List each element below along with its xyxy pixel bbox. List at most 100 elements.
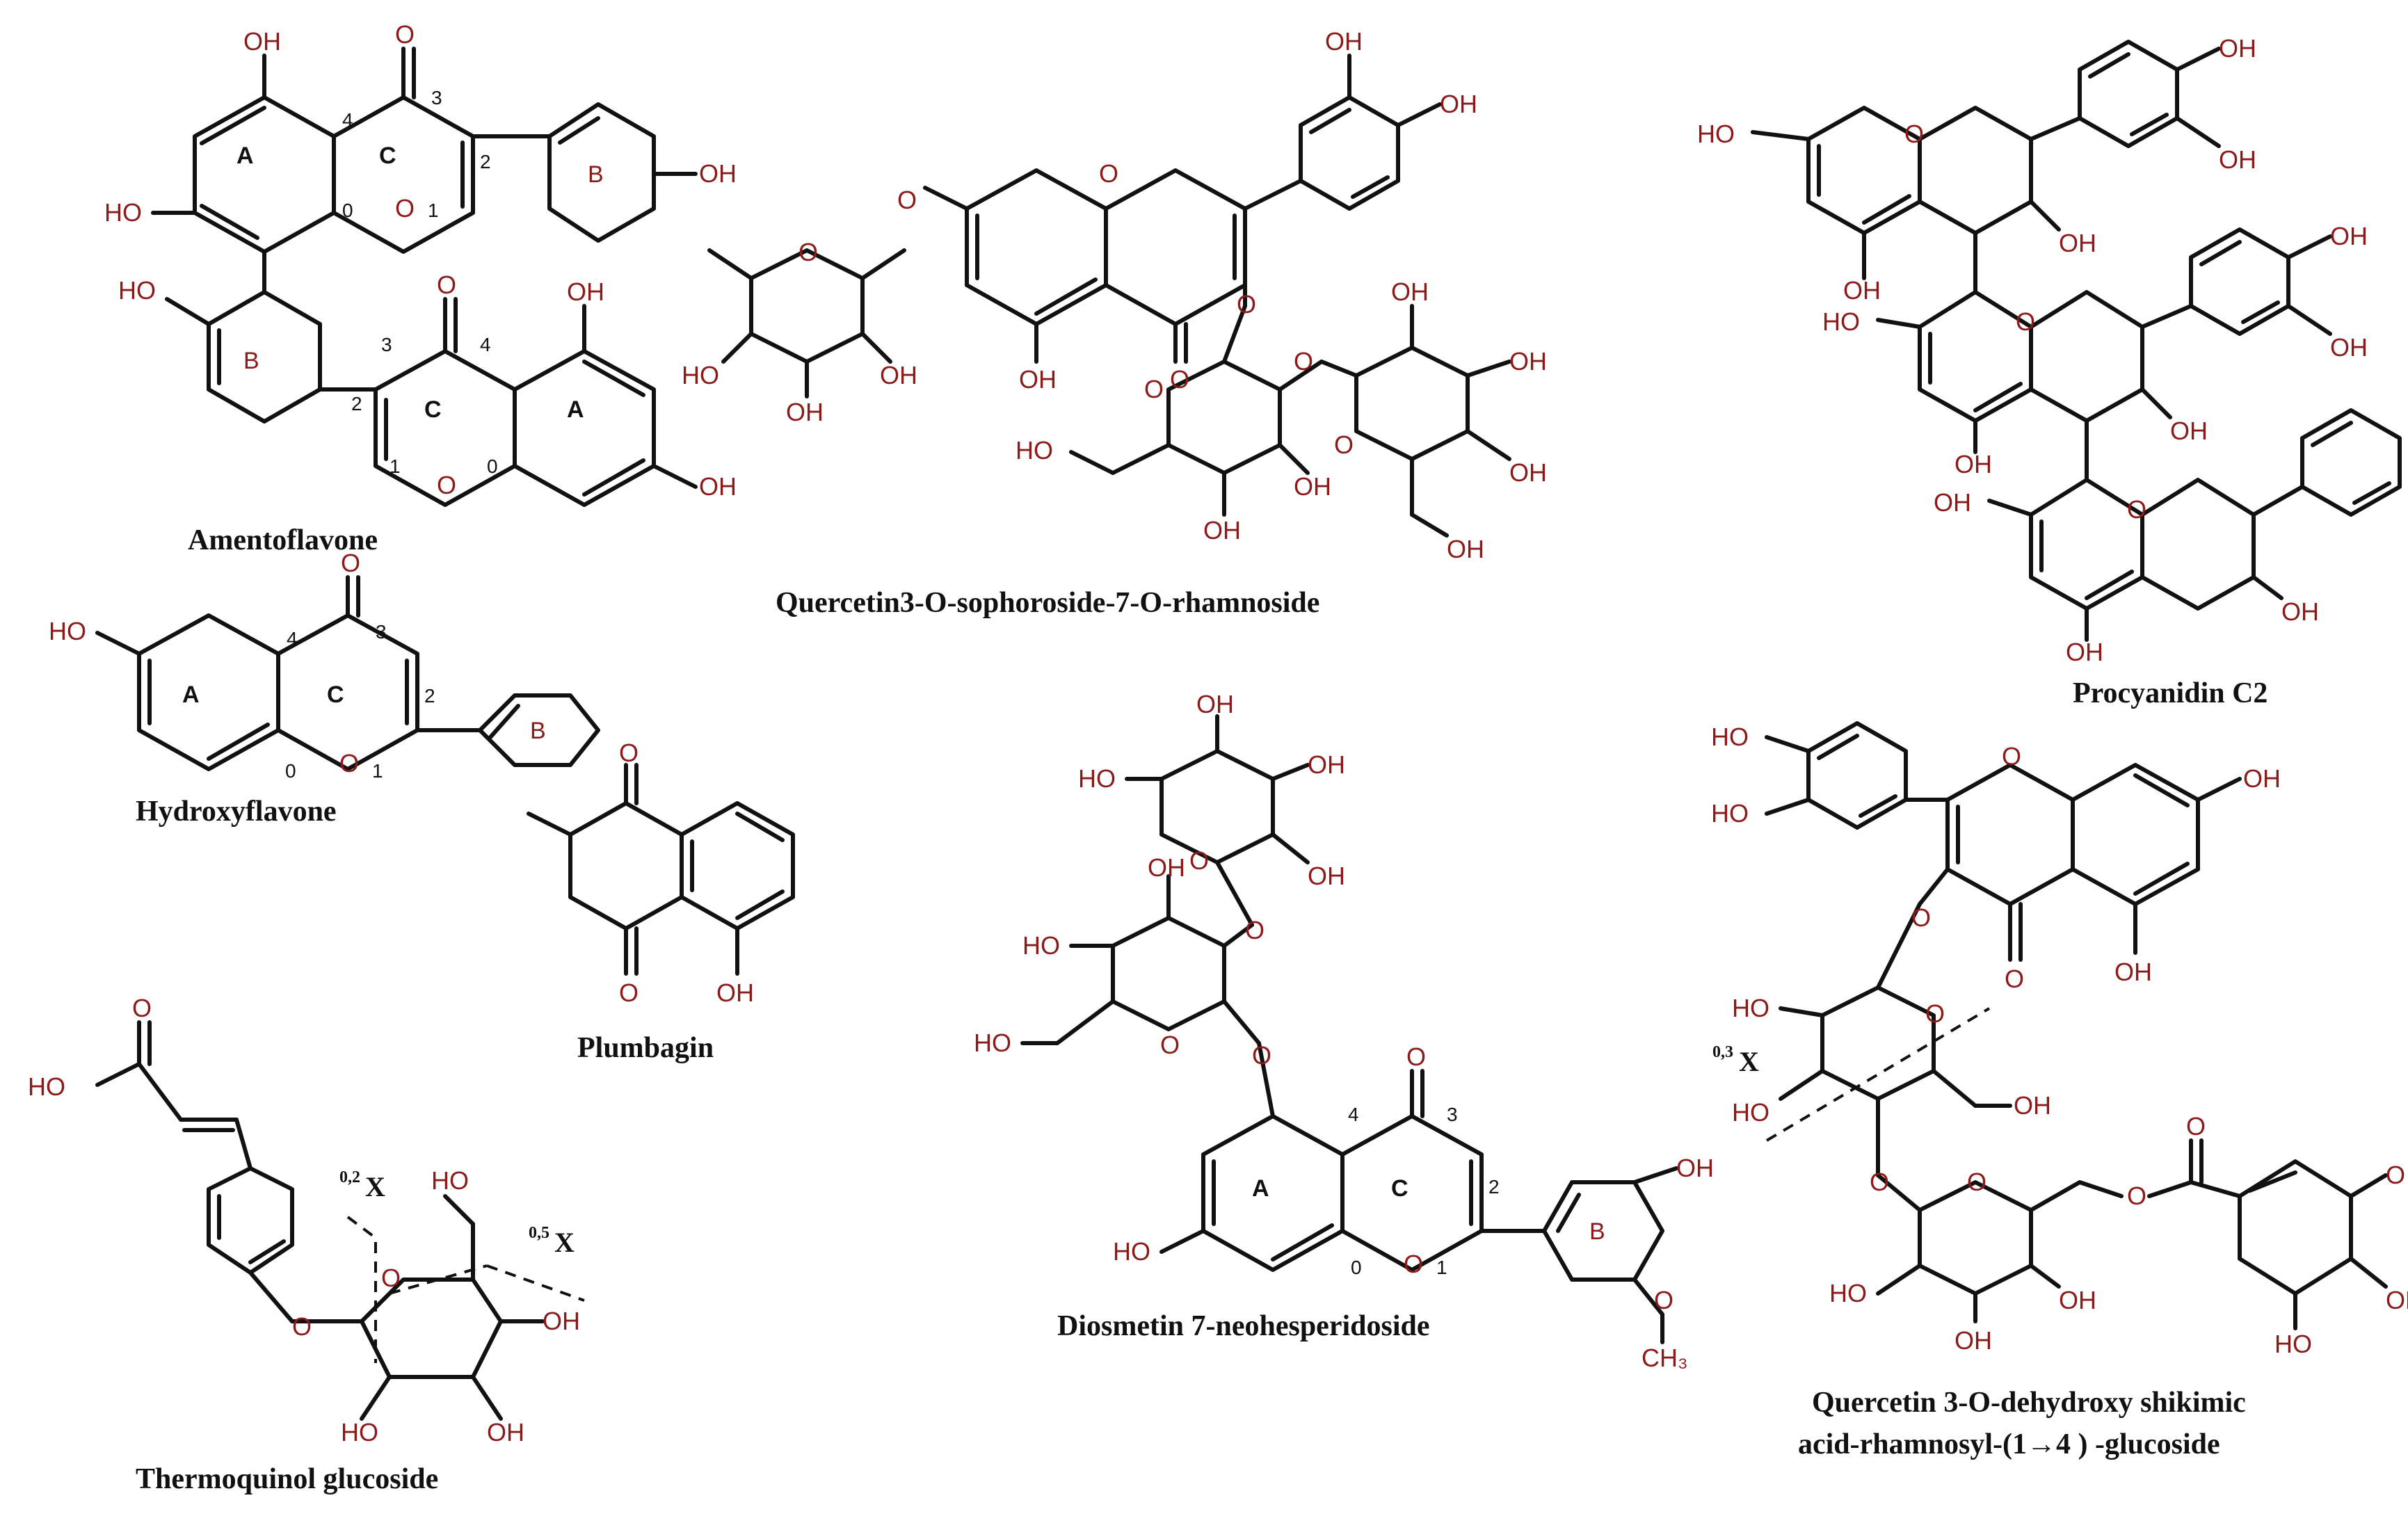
qsh-o-shik: O [2386,1161,2405,1189]
tq-ho: HO [28,1072,65,1101]
pc-oh-7: OH [2330,222,2368,250]
qsh-ho-1: HO [1711,723,1749,751]
dm-o-keto: O [1406,1042,1426,1071]
qs-glc2-oh2: OH [1509,347,1547,376]
pc-oh-2: OH [2059,229,2096,257]
tq-ho-2: HO [431,1166,469,1195]
qs-glc2-oh3: OH [1509,458,1547,487]
dm-pos0: 0 [1351,1257,1362,1278]
dm-o-ring: O [1404,1250,1423,1278]
qs-rha-o: O [798,238,818,266]
hf-o-ring: O [339,749,359,777]
amento-pos1: 1 [428,200,439,221]
quercetin-sophoroside-structure: O O HO OH OH O OH O O OH OH O HO OH OH O… [682,27,1547,619]
qsh-o-link3: O [1911,903,1931,932]
dm-pos3: 3 [1447,1104,1458,1125]
dm-o-link2: O [1252,1041,1271,1070]
qs-glc1-oh2: OH [1294,472,1331,501]
procyanidin-structure: HO O OH OH OH OH HO O OH OH OH OH OH O O… [1697,34,2402,709]
dm-oh-4: OH [1148,853,1185,882]
qsh-o-ester: O [2127,1182,2146,1210]
qs-glc2-oh1: OH [1391,277,1429,306]
pc-oh-4: OH [2219,145,2256,174]
qsh-o-keto: O [2005,965,2024,993]
pc-o-2: O [2016,307,2035,336]
tq-frag-x-1: X [365,1171,385,1202]
pl-o-top: O [619,739,639,767]
amento-ring-b2: B [243,348,259,374]
quercetin-shikimic-structure: HO HO O OH O OH O HO O HO OH O O HO OH O… [1711,721,2408,1460]
amento-pos2b: 2 [351,393,362,414]
pc-oh-5: OH [1955,450,1992,478]
hf-pos1: 1 [372,760,383,782]
qs-glc1-ho: HO [1016,436,1053,465]
dm-ho-2: HO [1022,931,1060,960]
amento-ring-c: C [379,143,396,169]
qsh-oh-5: OH [2059,1286,2096,1314]
qsh-frag-sup: 0,3 [1712,1043,1733,1061]
pl-oh: OH [716,978,754,1007]
pc-oh-10: OH [2066,638,2103,666]
amento-oh-top: OH [243,27,281,56]
qsh-frag-x: X [1739,1046,1759,1077]
qs-oh5: OH [1019,365,1057,394]
qs-glc2-oh4: OH [1447,535,1484,563]
dm-ring-b: B [1589,1218,1605,1245]
hf-ring-b: B [530,718,546,744]
amento-ho-left: HO [104,198,142,227]
amento-oh-right: OH [699,159,737,188]
qsh-oh-2: OH [2114,958,2152,986]
qsh-glc-o: O [1967,1168,1986,1196]
pc-oh-3: OH [2219,34,2256,63]
amento-ring-a2: A [567,396,584,423]
qsh-ho-4: HO [1732,1098,1769,1127]
amento-pos2: 2 [480,151,491,172]
amento-o-keto2: O [437,271,456,299]
tq-frag-sup-2: 0,5 [529,1224,549,1242]
pc-ho-2: HO [1822,307,1860,336]
dm-ch3: CH₃ [1642,1344,1688,1372]
amento-ring-c2: C [424,396,442,423]
dm-oh-1: OH [1196,690,1234,718]
qs-glc1-oh: OH [1203,516,1241,545]
qs-rha-oh2: OH [786,398,824,426]
dm-o-methoxy: O [1654,1286,1673,1314]
hf-ho: HO [49,617,86,645]
tq-o-ring: O [381,1264,401,1292]
hf-pos3: 3 [376,621,387,643]
caption-quercetin-sophoroside: Quercetin3-O-sophoroside-7-O-rhamnoside [776,587,1319,619]
qs-glc1-o: O [1144,375,1164,403]
qsh-rha-o: O [1925,999,1945,1028]
amento-pos4b: 4 [480,334,491,355]
tq-oh-1: OH [543,1307,580,1335]
caption-plumbagin: Plumbagin [577,1032,714,1064]
qs-o-keto: O [1170,365,1189,394]
qs-rha-ho1: HO [682,361,719,389]
thermoquinol-structure: HO O O O HO OH OH HO 0,2 X 0,5 X Thermoq… [28,994,585,1495]
pc-oh-9: OH [1934,488,1971,517]
amento-o-keto: O [395,20,415,49]
qsh-ho-5: HO [1829,1279,1867,1307]
amento-pos1b: 1 [390,456,401,477]
qsh-oh-1: OH [2243,764,2281,793]
qsh-oh-4: OH [1955,1326,1992,1355]
hf-pos0: 0 [285,760,296,782]
qs-oh-b1: OH [1325,27,1363,56]
caption-diosmetin: Diosmetin 7-neohesperidoside [1057,1310,1430,1342]
qs-rha-oh3: OH [880,361,917,389]
dm-oh-3: OH [1308,862,1345,890]
hf-pos2: 2 [424,685,435,707]
pc-oh-6: OH [2170,417,2208,445]
dm-ho-1: HO [1078,764,1116,793]
hydroxyflavone-structure: HO O O A C B 4 3 2 1 0 Hydroxyflavone [49,549,600,828]
pc-oh-1: OH [1843,276,1881,305]
qs-o-ring: O [1099,159,1118,188]
amento-oh-lower-right: OH [699,472,737,501]
qsh-ho-3: HO [1732,994,1769,1022]
dm-oh-2: OH [1308,750,1345,779]
amento-pos0b: 0 [487,456,498,477]
pc-oh-11: OH [2281,597,2319,626]
dm-o-link: O [1245,916,1265,944]
pc-ho-1: HO [1697,120,1735,148]
caption-amentoflavone: Amentoflavone [188,524,378,556]
